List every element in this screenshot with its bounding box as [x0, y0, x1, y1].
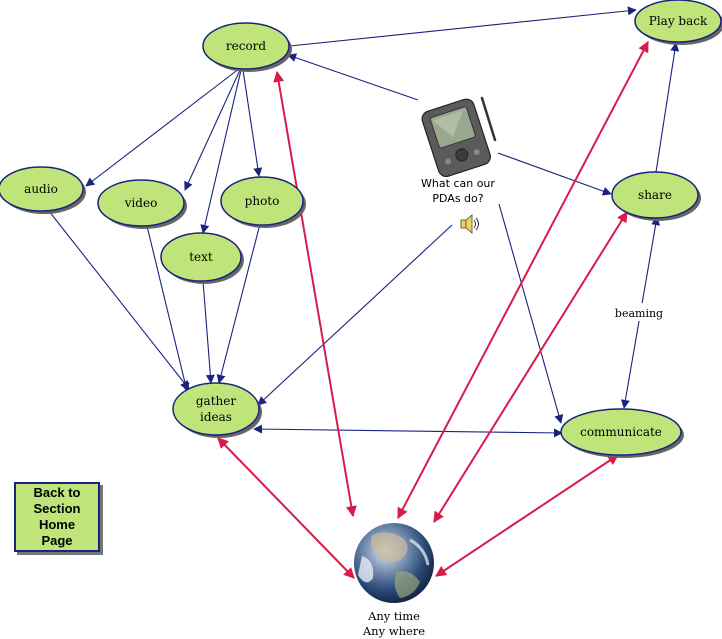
arrow-record-to-audio — [85, 67, 241, 187]
arrow-pda-to-record — [287, 53, 419, 101]
arrow-earth-gather — [217, 437, 355, 579]
edge-label-beaming: beaming — [615, 307, 663, 320]
node-photo[interactable]: photo — [220, 176, 306, 228]
arrow-record-to-photo — [242, 69, 263, 177]
speaker-icon[interactable] — [460, 214, 479, 234]
arrow-earth-communicate — [435, 454, 619, 577]
arrow-earth-share — [433, 211, 628, 523]
node-video-label: video — [124, 196, 158, 210]
node-play-back-label: Play back — [649, 14, 708, 28]
node-play-back[interactable]: Play back — [634, 0, 722, 45]
node-audio-label: audio — [24, 182, 58, 196]
arrow-audio-to-gather — [44, 205, 190, 390]
arrow-pda-to-communicate — [498, 203, 564, 424]
arrow-gather-communicate — [253, 424, 563, 438]
node-communicate[interactable]: communicate — [560, 408, 684, 458]
arrow-pda-to-share — [497, 152, 612, 196]
node-share[interactable]: share — [611, 171, 701, 221]
arrow-record-to-video — [184, 69, 241, 191]
node-record[interactable]: record — [202, 22, 292, 72]
arrow-earth-record — [273, 70, 357, 518]
node-text-label: text — [189, 250, 213, 264]
arrow-share-to-playback — [655, 42, 680, 173]
node-photo-label: photo — [245, 194, 280, 208]
earth-label-line2: Any where — [362, 624, 425, 638]
pda-icon — [421, 98, 491, 178]
center-label-line2: PDAs do? — [432, 192, 483, 205]
node-gather-label-2: ideas — [200, 410, 232, 424]
arrow-pda-to-gather — [257, 224, 453, 406]
earth-globe-icon — [354, 523, 434, 603]
earth-label-line1: Any time — [367, 609, 420, 623]
node-audio[interactable]: audio — [0, 166, 86, 214]
node-text[interactable]: text — [160, 232, 244, 284]
back-to-section-home-button[interactable]: Back to Section Home Page — [14, 482, 100, 552]
red-arrows — [217, 41, 649, 579]
node-share-label: share — [638, 188, 672, 202]
beaming-label-bg — [612, 303, 666, 321]
node-record-label: record — [226, 39, 267, 53]
arrow-record-to-playback — [289, 6, 637, 47]
arrow-video-to-gather — [146, 225, 190, 392]
arrow-text-to-gather — [202, 280, 215, 384]
center-label-line1: What can our — [421, 177, 495, 190]
back-button-label: Back to Section Home Page — [33, 485, 81, 548]
arrow-photo-to-gather — [216, 219, 262, 384]
node-gather-ideas[interactable]: gather ideas — [172, 382, 262, 438]
node-gather-label-1: gather — [196, 394, 236, 408]
arrow-record-to-text — [200, 69, 242, 234]
node-communicate-label: communicate — [580, 425, 662, 439]
node-video[interactable]: video — [97, 179, 187, 229]
stylus-icon — [480, 96, 497, 142]
